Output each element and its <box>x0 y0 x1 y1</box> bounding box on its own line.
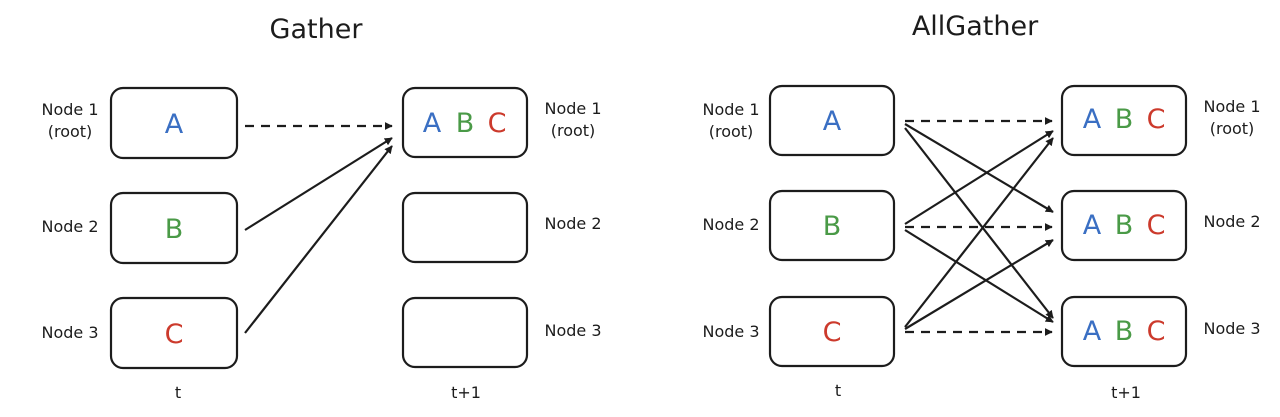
gather-left-letter-c: C <box>165 319 184 350</box>
allgather-left-node-1-box <box>768 84 896 157</box>
allgather-right-3-letter-b: B <box>1115 316 1134 347</box>
allgather-arrow-b-to-node1 <box>904 130 1054 225</box>
allgather-right-2-letter-a: A <box>1083 210 1102 241</box>
gather-time-t: t <box>175 383 181 402</box>
allgather-right-1-letter-c: C <box>1147 104 1166 135</box>
gather-right-label-1-line2: (root) <box>551 121 596 140</box>
allgather-right-node-3-box <box>1060 295 1188 368</box>
allgather-panel: AllGather Node 1 (root) Node 2 Node 3 A … <box>702 11 1260 402</box>
allgather-left-label-3: Node 3 <box>702 322 759 341</box>
gather-left-label-1-line2: (root) <box>48 122 93 141</box>
gather-right-letter-a: A <box>423 108 442 139</box>
allgather-right-1-letter-b: B <box>1115 104 1134 135</box>
allgather-left-letter-b: B <box>823 211 842 242</box>
gather-time-t1: t+1 <box>451 383 481 402</box>
gather-right-letter-c: C <box>488 108 507 139</box>
allgather-right-3-letter-a: A <box>1083 316 1102 347</box>
allgather-right-label-3: Node 3 <box>1203 319 1260 338</box>
gather-right-letter-b: B <box>456 108 475 139</box>
gather-right-label-2: Node 2 <box>544 214 601 233</box>
gather-left-letter-b: B <box>165 214 184 245</box>
gather-right-node-1-box <box>401 86 529 159</box>
allgather-left-letter-c: C <box>823 317 842 348</box>
allgather-left-label-1-line1: Node 1 <box>702 100 759 119</box>
allgather-title: AllGather <box>912 11 1039 42</box>
allgather-time-t: t <box>835 381 841 400</box>
allgather-right-2-letter-b: B <box>1115 210 1134 241</box>
gather-left-label-3: Node 3 <box>41 323 98 342</box>
gather-title: Gather <box>270 14 364 45</box>
allgather-right-label-1-line2: (root) <box>1210 119 1255 138</box>
allgather-time-t1: t+1 <box>1111 383 1141 402</box>
gather-left-letter-a: A <box>165 109 184 140</box>
gather-left-node-2-box <box>109 191 239 265</box>
allgather-left-label-2: Node 2 <box>702 215 759 234</box>
allgather-arrow-b-to-node3 <box>904 229 1054 323</box>
allgather-left-label-1-line2: (root) <box>709 122 754 141</box>
allgather-right-label-2: Node 2 <box>1203 212 1260 231</box>
allgather-right-3-letter-c: C <box>1147 316 1166 347</box>
allgather-arrow-c-to-node1 <box>904 137 1054 328</box>
gather-left-node-1-box <box>109 86 239 160</box>
gather-right-label-1-line1: Node 1 <box>544 99 601 118</box>
gather-right-label-3: Node 3 <box>544 321 601 340</box>
gather-right-node-2-box <box>401 191 529 264</box>
gather-panel: Gather Node 1 (root) Node 2 Node 3 A B C… <box>41 14 601 402</box>
allgather-right-2-letter-c: C <box>1147 210 1166 241</box>
allgather-right-node-1-box <box>1060 84 1188 157</box>
allgather-right-label-1-line1: Node 1 <box>1203 97 1260 116</box>
allgather-arrow-a-to-node3 <box>904 127 1054 319</box>
gather-arrow-node3-to-root <box>244 145 393 334</box>
allgather-arrow-a-to-node2 <box>904 123 1054 213</box>
gather-left-label-1-line1: Node 1 <box>41 100 98 119</box>
allgather-arrow-c-to-node2 <box>904 239 1054 330</box>
gather-right-node-3-box <box>401 296 529 369</box>
allgather-right-1-letter-a: A <box>1083 104 1102 135</box>
gather-arrow-node2-to-root <box>244 137 393 231</box>
allgather-right-node-2-box <box>1060 189 1188 262</box>
gather-left-label-2: Node 2 <box>41 217 98 236</box>
allgather-left-node-2-box <box>768 189 896 262</box>
allgather-left-node-3-box <box>768 295 896 368</box>
allgather-left-letter-a: A <box>823 106 842 137</box>
gather-left-node-3-box <box>109 296 239 370</box>
